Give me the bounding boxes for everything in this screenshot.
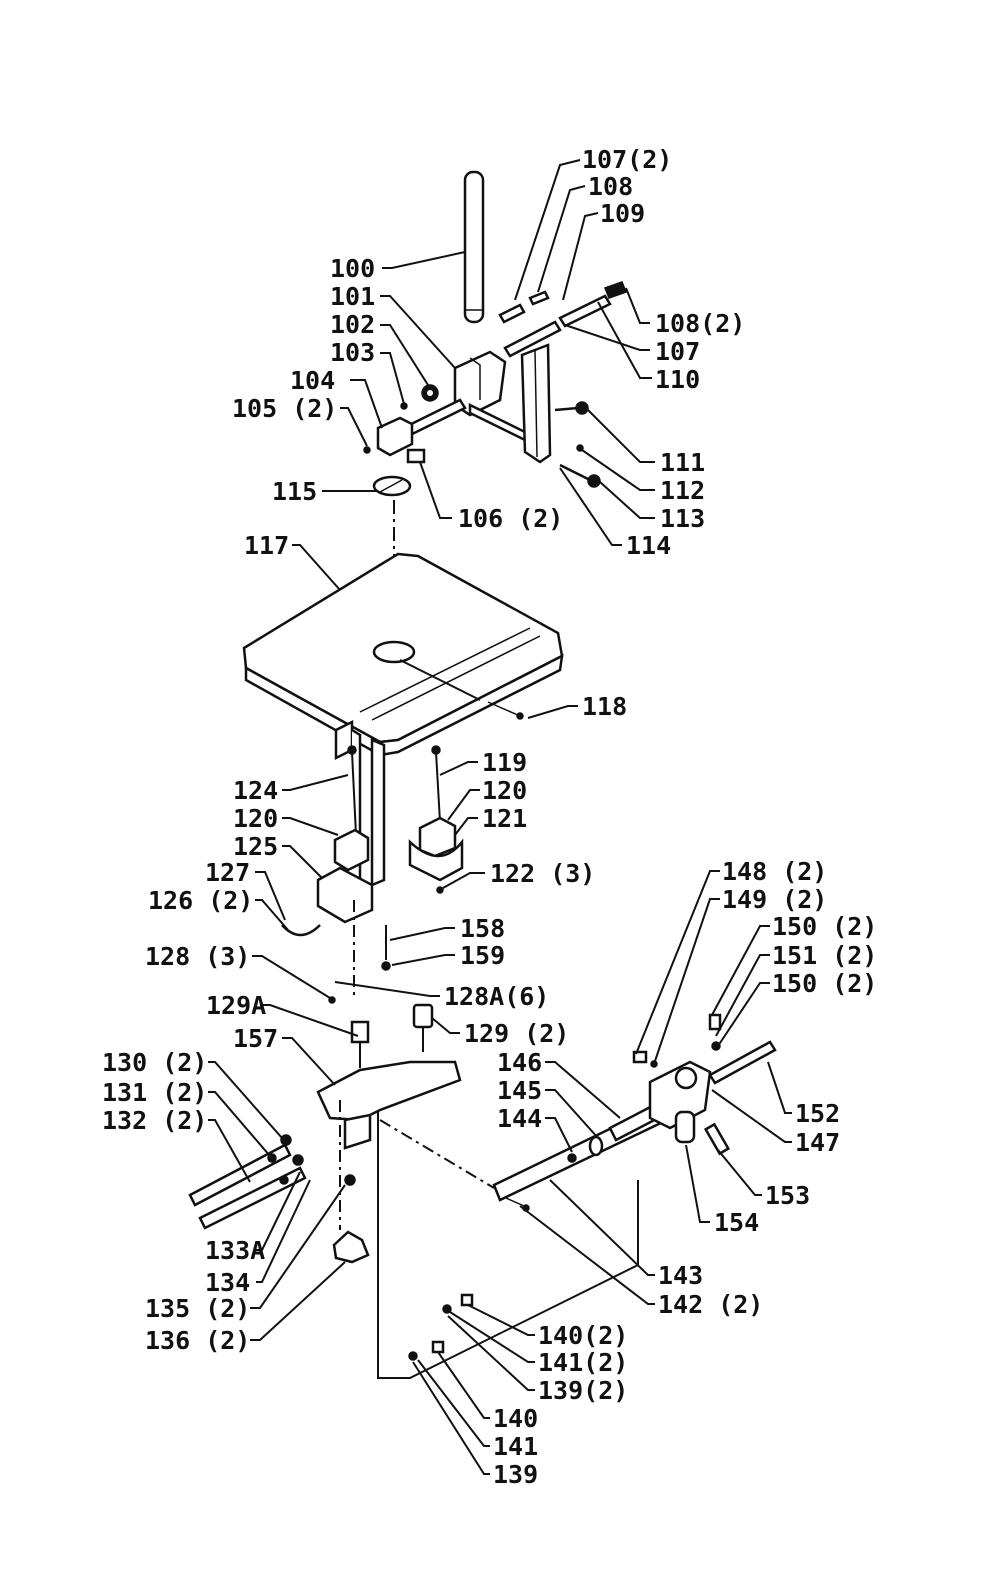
part-label: 129 (2): [464, 1019, 569, 1048]
adjust-rod: [708, 1040, 777, 1085]
bolt-head: [350, 1020, 370, 1044]
part-label: 142 (2): [658, 1290, 763, 1319]
part-label: 112: [660, 476, 705, 505]
part-label: 148 (2): [722, 857, 827, 886]
part-label: 140(2): [538, 1321, 628, 1350]
part-label: 110: [655, 365, 700, 394]
part-label: 157: [233, 1024, 278, 1053]
part-label: 152: [795, 1099, 840, 1128]
part-label: 153: [765, 1181, 810, 1210]
part-label: 102: [330, 310, 375, 339]
knob-cylinder: [674, 1110, 696, 1144]
part-label: 151 (2): [772, 941, 877, 970]
part-label: 124: [233, 776, 278, 805]
part-labels: 107(2) 108 109 100 101 102 103 104 105 (…: [102, 145, 877, 1489]
leader-lines: [208, 159, 792, 1475]
trunnion-block-right: [418, 816, 457, 858]
part-label: 159: [460, 941, 505, 970]
part-label: 158: [460, 914, 505, 943]
part-label: 119: [482, 748, 527, 777]
part-label: 144: [497, 1104, 542, 1133]
part-label: 107(2): [582, 145, 672, 174]
trunnion-left: [316, 866, 374, 924]
part-label: 147: [795, 1128, 840, 1157]
part-label: 145: [497, 1076, 542, 1105]
part-label: 128A(6): [444, 982, 549, 1011]
part-label: 120: [482, 776, 527, 805]
part-label: 129A: [206, 991, 266, 1020]
rod-lower: [198, 1166, 307, 1230]
part-label: 141(2): [538, 1348, 628, 1377]
cap-screw: [412, 1003, 434, 1029]
lower-trunnion: [188, 1003, 639, 1379]
part-label: 108(2): [655, 309, 745, 338]
part-label: 122 (3): [490, 859, 595, 888]
part-label: 128 (3): [145, 942, 250, 971]
part-label: 105 (2): [232, 394, 337, 423]
part-label: 130 (2): [102, 1048, 207, 1077]
part-label: 104: [290, 366, 335, 395]
part-label: 140: [493, 1404, 538, 1433]
part-label: 121: [482, 804, 527, 833]
part-label: 143: [658, 1261, 703, 1290]
part-label: 117: [244, 531, 289, 560]
part-label: 127: [205, 858, 250, 887]
part-label: 135 (2): [145, 1294, 250, 1323]
part-label: 132 (2): [102, 1106, 207, 1135]
part-label: 115: [272, 477, 317, 506]
part-label: 136 (2): [145, 1326, 250, 1355]
trunnion-block-left: [333, 828, 370, 872]
part-label: 154: [714, 1208, 759, 1237]
part-label: 134: [205, 1268, 250, 1297]
part-label: 141: [493, 1432, 538, 1461]
part-label: 108: [588, 172, 633, 201]
lock-knob-lower: [332, 1230, 370, 1264]
part-label: 101: [330, 282, 375, 311]
part-label: 139: [493, 1460, 538, 1489]
part-label: 120: [233, 804, 278, 833]
part-label: 107: [655, 337, 700, 366]
rod-upper: [188, 1143, 292, 1207]
part-label: 150 (2): [772, 912, 877, 941]
part-label: 126 (2): [148, 886, 253, 915]
part-label: 103: [330, 338, 375, 367]
part-label: 100: [330, 254, 375, 283]
table-assembly: [242, 552, 564, 907]
part-label: 106 (2): [458, 504, 563, 533]
part-label: 109: [600, 199, 645, 228]
part-label: 131 (2): [102, 1078, 207, 1107]
part-label: 114: [626, 531, 671, 560]
part-label: 149 (2): [722, 885, 827, 914]
guide-post-assembly: [363, 170, 627, 640]
part-label: 150 (2): [772, 969, 877, 998]
part-label: 125: [233, 832, 278, 861]
part-label: 113: [660, 504, 705, 533]
fence-assembly: [379, 1013, 777, 1361]
part-label: 118: [582, 692, 627, 721]
part-label: 146: [497, 1048, 542, 1077]
part-label: 133A: [205, 1236, 265, 1265]
guide-bearing: [406, 448, 426, 464]
guide-post: [463, 170, 485, 324]
part-label: 139(2): [538, 1376, 628, 1405]
upper-guide-block: [376, 416, 414, 457]
part-label: 111: [660, 448, 705, 477]
shaft: [558, 294, 612, 328]
table-hole: [372, 640, 416, 664]
